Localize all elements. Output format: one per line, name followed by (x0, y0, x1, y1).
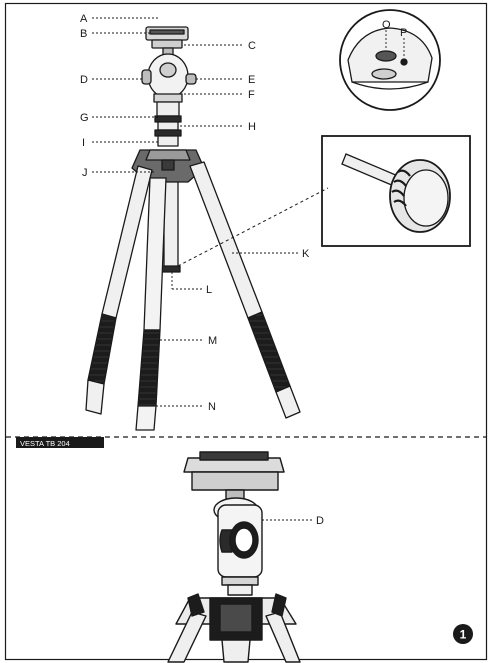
section-label: VESTA TB 204 (20, 439, 70, 448)
center-column (163, 181, 179, 269)
center-column-top (156, 101, 180, 117)
callout-f: F (248, 89, 255, 101)
callout-n: N (208, 401, 216, 413)
callout-g: G (80, 112, 89, 124)
tripod-illustration (85, 26, 301, 431)
callout-m: M (208, 335, 217, 347)
callout-i: I (82, 137, 85, 149)
lock-knob (141, 69, 152, 85)
callout-b: B (80, 28, 87, 40)
leg-right (189, 161, 263, 319)
inset-box (321, 135, 471, 247)
callout-j: J (82, 167, 88, 179)
inset-leader (177, 187, 329, 267)
head-closeup (167, 451, 301, 663)
figure-number: 1 (460, 628, 467, 642)
leg-left (101, 165, 153, 319)
callout-k: K (302, 248, 310, 260)
pan-knob (185, 73, 197, 85)
figure-number-badge (453, 624, 473, 644)
clamp (151, 39, 183, 49)
callout-a: A (80, 13, 88, 25)
callout-d2: D (316, 515, 324, 527)
leg-front (143, 177, 167, 331)
callout-h: H (248, 121, 256, 133)
callout-c: C (248, 40, 256, 52)
callout-d: D (80, 74, 88, 86)
inset-circle (339, 9, 441, 111)
callout-o: O (382, 19, 391, 31)
callout-p: P (400, 27, 407, 39)
callout-l: L (206, 284, 212, 296)
callout-e: E (248, 74, 255, 86)
callout-leaders (92, 17, 405, 407)
section-label-bg (16, 437, 104, 448)
